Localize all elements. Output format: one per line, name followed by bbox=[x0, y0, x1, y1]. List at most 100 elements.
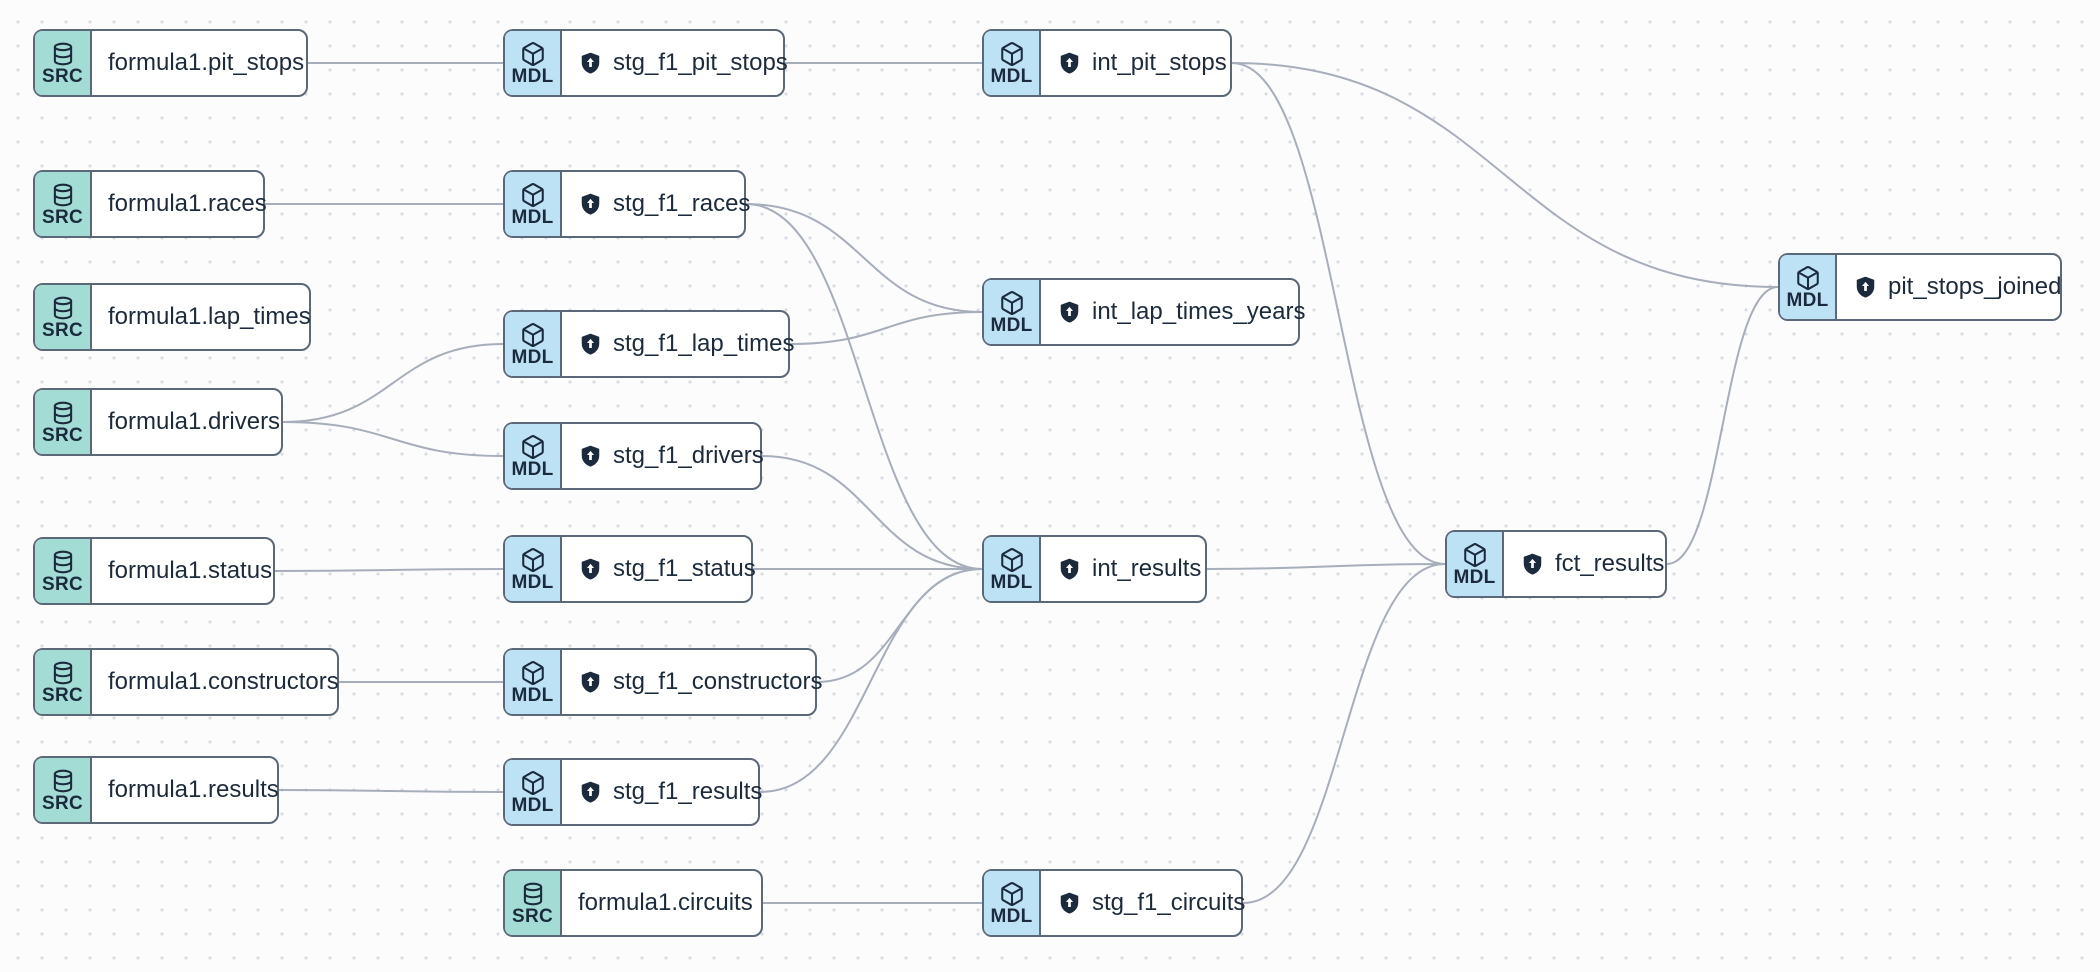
mdl-badge: MDL bbox=[984, 871, 1041, 935]
node-label: formula1.lap_times bbox=[108, 303, 311, 330]
cube-icon bbox=[521, 434, 544, 459]
node-body: stg_f1_status bbox=[562, 537, 772, 601]
node-label: formula1.pit_stops bbox=[108, 49, 305, 76]
badge-label: MDL bbox=[1786, 289, 1829, 311]
src-badge: SRC bbox=[35, 31, 92, 95]
node-label: stg_f1_pit_stops bbox=[613, 49, 788, 76]
node-src_pit_stops[interactable]: SRC formula1.pit_stops bbox=[33, 29, 308, 97]
node-int_pit_stops[interactable]: MDL int_pit_stops bbox=[982, 29, 1232, 97]
node-label: pit_stops_joined bbox=[1888, 273, 2062, 300]
edge-src_drivers-stg_f1_drivers bbox=[282, 421, 504, 457]
node-body: stg_f1_pit_stops bbox=[562, 31, 804, 95]
node-body: stg_f1_races bbox=[562, 172, 766, 236]
node-pit_stops_joined[interactable]: MDL pit_stops_joined bbox=[1778, 253, 2062, 321]
node-src_results[interactable]: SRC formula1.results bbox=[33, 756, 279, 824]
node-body: int_results bbox=[1041, 537, 1217, 601]
node-body: int_lap_times_years bbox=[1041, 280, 1321, 344]
badge-label: SRC bbox=[41, 424, 83, 446]
node-body: int_pit_stops bbox=[1041, 31, 1243, 95]
edge-stg_f1_drivers-int_results bbox=[761, 455, 983, 570]
node-src_drivers[interactable]: SRC formula1.drivers bbox=[33, 388, 283, 456]
badge-label: SRC bbox=[41, 792, 83, 814]
cube-icon bbox=[1000, 41, 1023, 66]
node-body: formula1.drivers bbox=[92, 390, 296, 454]
cube-icon bbox=[1000, 290, 1023, 315]
cube-icon bbox=[521, 547, 544, 572]
cube-icon bbox=[521, 322, 544, 347]
node-body: pit_stops_joined bbox=[1837, 255, 2077, 319]
badge-label: SRC bbox=[41, 573, 83, 595]
node-stg_f1_results[interactable]: MDL stg_f1_results bbox=[503, 758, 763, 826]
badge-label: SRC bbox=[41, 319, 83, 341]
mdl-badge: MDL bbox=[984, 31, 1041, 95]
node-label: formula1.circuits bbox=[578, 889, 753, 916]
badge-label: MDL bbox=[511, 794, 554, 816]
src-badge: SRC bbox=[35, 539, 92, 603]
mdl-badge: MDL bbox=[984, 537, 1041, 601]
mdl-badge: MDL bbox=[505, 424, 562, 488]
database-icon bbox=[53, 42, 72, 65]
node-label: int_pit_stops bbox=[1092, 49, 1227, 76]
mdl-badge: MDL bbox=[1780, 255, 1837, 319]
badge-label: MDL bbox=[511, 684, 554, 706]
node-body: formula1.results bbox=[92, 758, 295, 822]
shield-icon bbox=[1060, 52, 1079, 74]
shield-icon bbox=[1060, 558, 1079, 580]
mdl-badge: MDL bbox=[984, 280, 1041, 344]
edge-stg_f1_races-int_results bbox=[745, 203, 983, 570]
node-label: stg_f1_lap_times bbox=[613, 330, 795, 357]
shield-icon bbox=[581, 558, 600, 580]
cube-icon bbox=[1796, 265, 1819, 290]
node-label: formula1.status bbox=[108, 557, 273, 584]
edge-int_pit_stops-pit_stops_joined bbox=[1231, 62, 1779, 288]
node-src_lap_times[interactable]: SRC formula1.lap_times bbox=[33, 283, 311, 351]
shield-icon bbox=[581, 671, 600, 693]
node-body: formula1.races bbox=[92, 172, 283, 236]
edge-stg_f1_circuits-fct_results bbox=[1242, 563, 1446, 904]
edge-fct_results-pit_stops_joined bbox=[1666, 286, 1779, 565]
cube-icon bbox=[521, 41, 544, 66]
node-label: stg_f1_status bbox=[613, 555, 756, 582]
node-int_results[interactable]: MDL int_results bbox=[982, 535, 1207, 603]
mdl-badge: MDL bbox=[505, 760, 562, 824]
node-body: formula1.circuits bbox=[562, 871, 769, 935]
node-label: formula1.results bbox=[108, 776, 279, 803]
shield-icon bbox=[581, 781, 600, 803]
node-label: formula1.drivers bbox=[108, 408, 281, 435]
badge-label: MDL bbox=[511, 206, 554, 228]
node-label: stg_f1_results bbox=[613, 778, 763, 805]
badge-label: MDL bbox=[1453, 566, 1496, 588]
edge-src_drivers-stg_f1_lap_times bbox=[282, 343, 504, 423]
node-body: formula1.lap_times bbox=[92, 285, 327, 349]
database-icon bbox=[53, 401, 72, 424]
node-label: int_results bbox=[1092, 555, 1202, 582]
mdl-badge: MDL bbox=[1447, 532, 1504, 596]
shield-icon bbox=[581, 333, 600, 355]
node-src_status[interactable]: SRC formula1.status bbox=[33, 537, 275, 605]
shield-icon bbox=[1060, 892, 1079, 914]
shield-icon bbox=[1523, 553, 1542, 575]
edge-int_pit_stops-fct_results bbox=[1231, 62, 1446, 565]
edge-stg_f1_results-int_results bbox=[759, 568, 983, 793]
src-badge: SRC bbox=[35, 285, 92, 349]
shield-icon bbox=[1856, 276, 1875, 298]
node-label: formula1.races bbox=[108, 190, 267, 217]
badge-label: MDL bbox=[511, 458, 554, 480]
edge-int_results-fct_results bbox=[1206, 563, 1446, 570]
mdl-badge: MDL bbox=[505, 650, 562, 714]
node-body: stg_f1_lap_times bbox=[562, 312, 810, 376]
